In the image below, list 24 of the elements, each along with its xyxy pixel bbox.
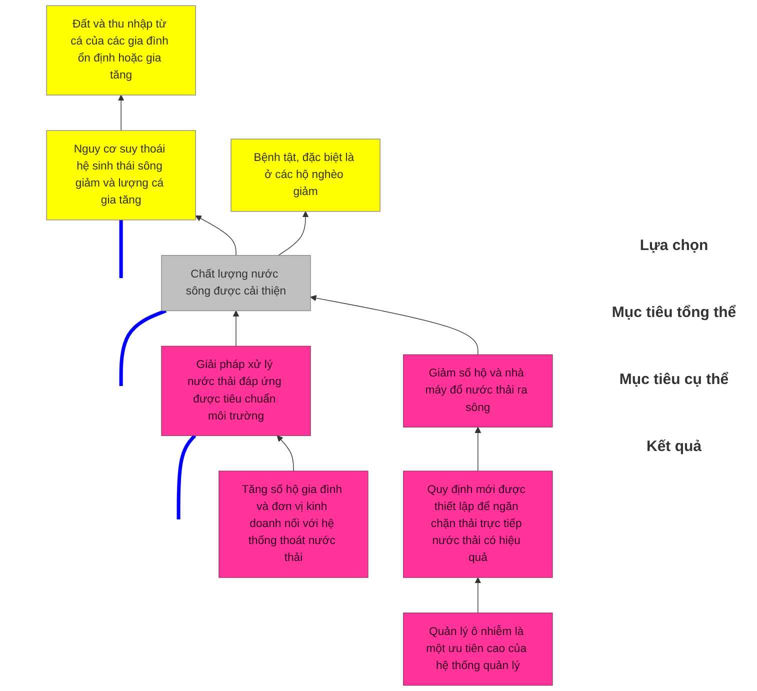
node-box: Giảm số hộ và nhà máy đổ nước thải ra sông xyxy=(403,354,553,428)
arrow xyxy=(278,211,309,256)
connector xyxy=(119,220,123,278)
node-box: Nguy cơ suy thoái hệ sinh thái sông giảm và lượng cá gia tăng xyxy=(46,130,196,220)
node-box: Đất và thu nhập từ cá của các gia đình ổn định hoặc gia tăng xyxy=(46,5,196,96)
level-label: Mục tiêu cụ thể xyxy=(618,370,730,388)
node-box: Bệnh tật, đặc biệt là ở các hộ nghèo giảm xyxy=(230,138,380,212)
arrow xyxy=(474,577,482,614)
arrow xyxy=(310,295,478,356)
arrow xyxy=(232,310,240,347)
connector xyxy=(176,434,196,520)
node-box: Chất lượng nước sông được cải thiện xyxy=(161,255,311,312)
level-label: Kết quả xyxy=(645,438,702,454)
node-box: Quản lý ô nhiễm là một ưu tiên cao của hệ thống quản lý xyxy=(403,612,553,686)
connector xyxy=(119,309,167,386)
arrow xyxy=(276,435,294,472)
node-box: Quy định mới được thiết lập để ngăn chặn thải trực tiếp nước thải có hiệu quả xyxy=(403,470,553,578)
level-label: Lựa chọn xyxy=(638,236,710,254)
arrow xyxy=(195,215,236,256)
arrow xyxy=(474,426,482,472)
arrow xyxy=(118,94,124,131)
level-label: Mục tiêu tổng thể xyxy=(610,304,738,320)
node-box: Tăng số hộ gia đình và đơn vị kinh doanh nối với hệ thống thoát nước thải xyxy=(218,470,368,578)
node-box: Giải pháp xử lý nước thải đáp ứng được tiêu chuẩn môi trường xyxy=(161,346,311,436)
